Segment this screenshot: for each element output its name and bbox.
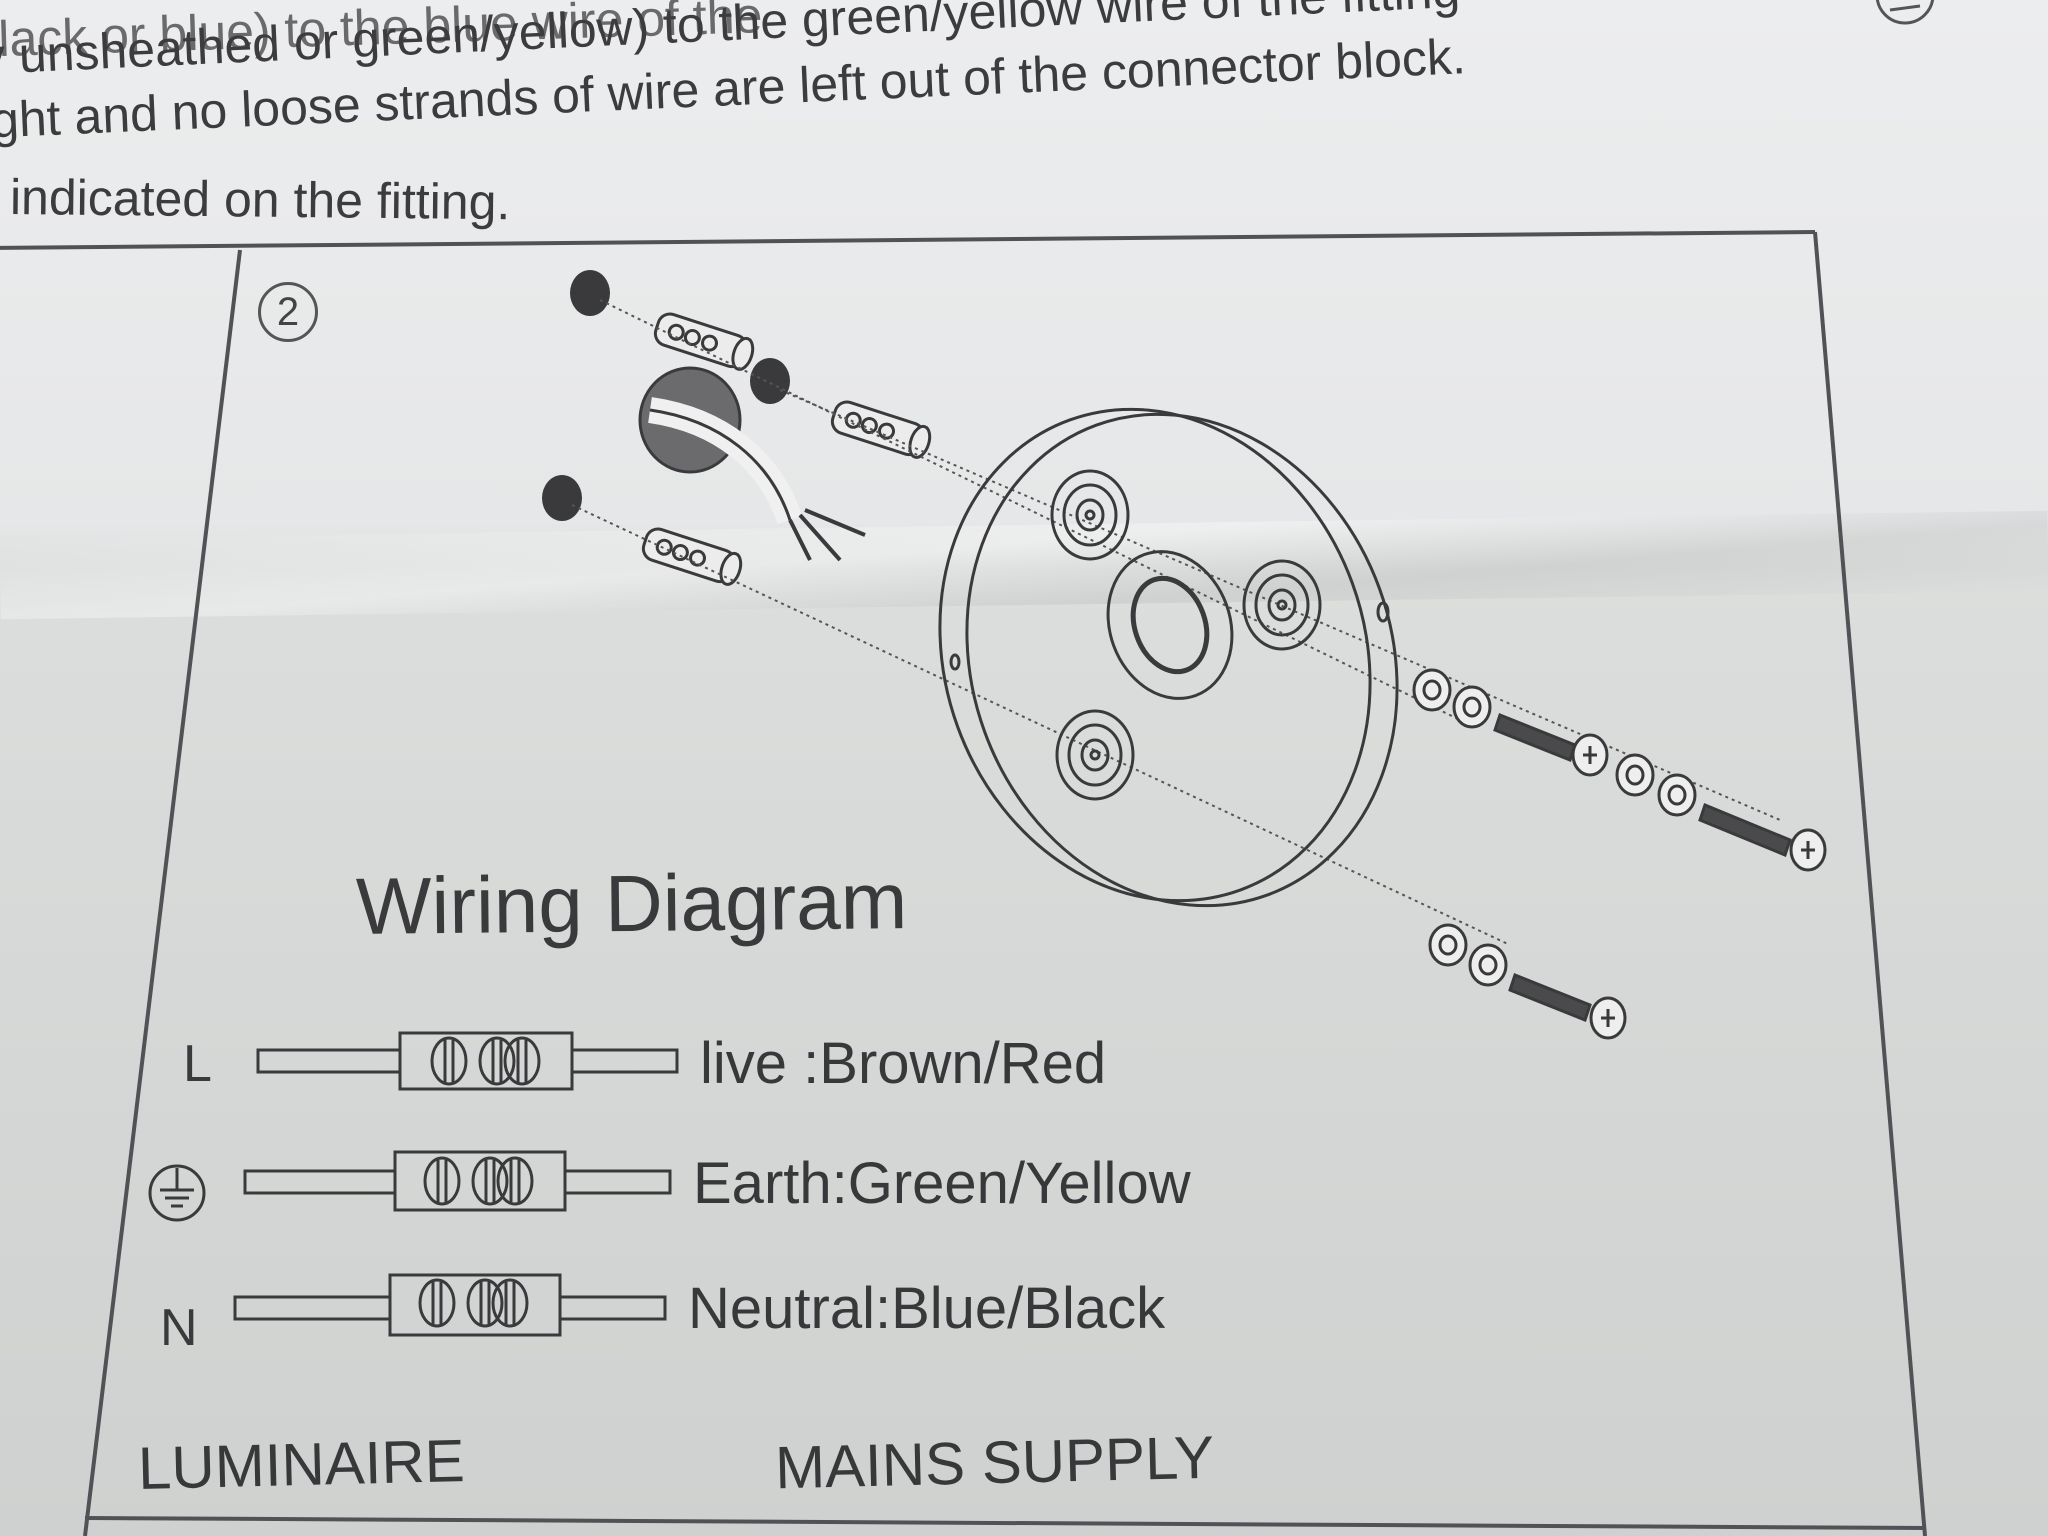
terminal-cap-icon bbox=[570, 270, 610, 316]
connector-barrel-icon bbox=[641, 527, 743, 586]
wire-label-live: live :Brown/Red bbox=[700, 1031, 1107, 1096]
wiring-strips bbox=[148, 1031, 679, 1337]
diagram-title: Wiring Diagram bbox=[355, 856, 908, 951]
connector-barrel-icon bbox=[830, 400, 932, 459]
terminal-post-icon bbox=[1242, 559, 1322, 651]
wire-label-earth: Earth:Green/Yellow bbox=[693, 1151, 1191, 1216]
corner-earth-icon bbox=[1875, 0, 1935, 25]
terminal-live-label: L bbox=[183, 1035, 212, 1093]
step-number-badge: 2 bbox=[258, 282, 318, 342]
screw-sets bbox=[1412, 668, 1827, 1040]
screw-set-lower bbox=[1428, 923, 1627, 1040]
screw-set-upper bbox=[1412, 668, 1827, 872]
earth-symbol-icon bbox=[148, 1164, 206, 1222]
terminal-post-icon bbox=[1055, 709, 1135, 801]
terminal-caps bbox=[542, 270, 790, 521]
wiring-row-neutral-strip bbox=[233, 1273, 667, 1337]
terminal-cap-icon bbox=[750, 358, 790, 404]
wire-label-neutral: Neutral:Blue/Black bbox=[688, 1276, 1166, 1341]
connector-barrels bbox=[641, 312, 932, 586]
terminal-post-icon bbox=[1050, 469, 1130, 561]
terminal-neutral-label: N bbox=[160, 1299, 198, 1357]
cable-grommet-icon bbox=[638, 366, 866, 562]
caption-mains-supply: MAINS SUPPLY bbox=[774, 1423, 1215, 1502]
ceiling-plate-icon bbox=[938, 407, 1399, 908]
alignment-lines bbox=[571, 299, 1781, 946]
wiring-row-earth-strip bbox=[243, 1150, 672, 1212]
terminal-cap-icon bbox=[542, 475, 582, 521]
caption-luminaire: LUMINAIRE bbox=[137, 1427, 466, 1502]
wiring-row-live-strip bbox=[256, 1031, 679, 1091]
diagram-frame bbox=[0, 230, 1927, 1536]
connector-barrel-icon bbox=[653, 312, 755, 371]
